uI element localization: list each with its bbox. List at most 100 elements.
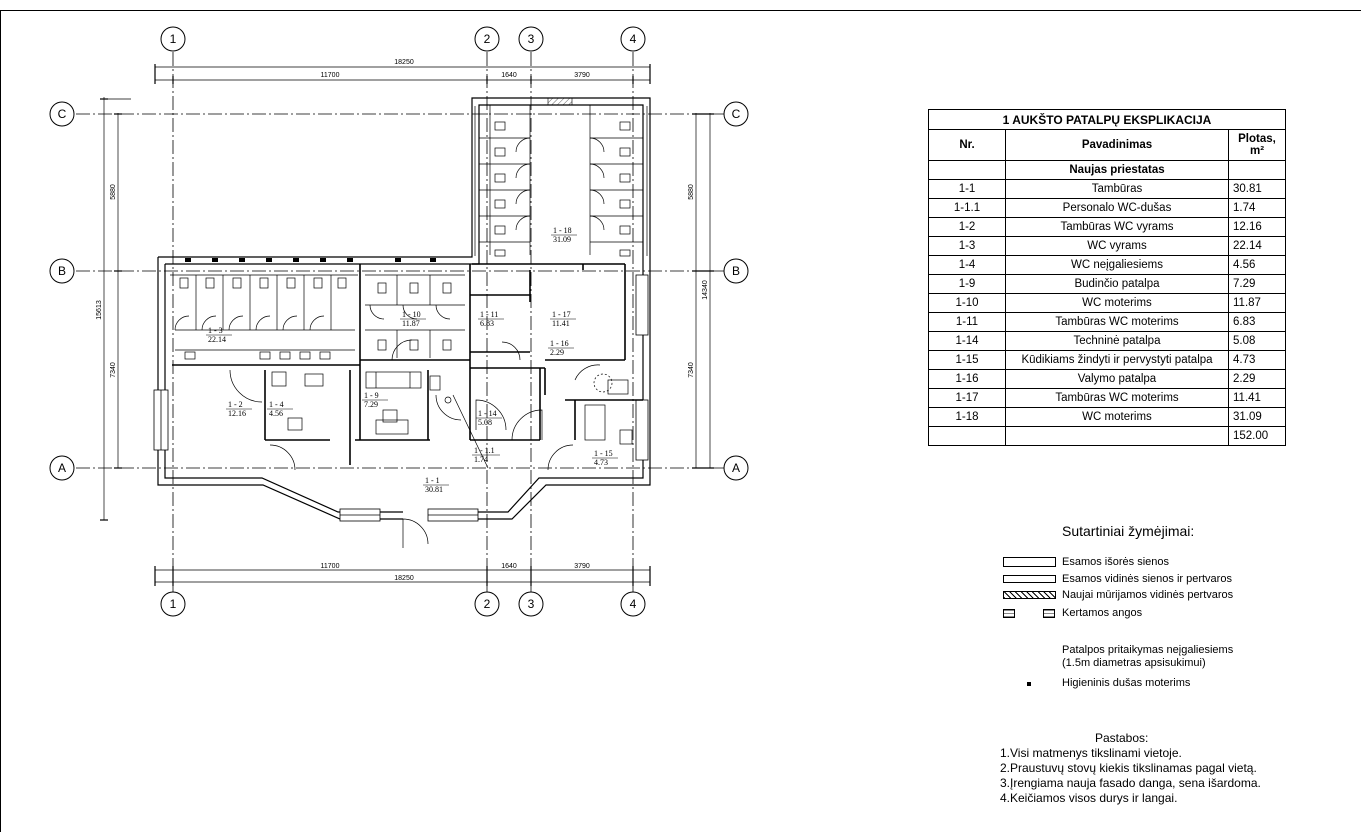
explication-table: 1 AUKŠTO PATALPŲ EKSPLIKACIJA Nr. Pavadi… <box>928 109 1286 446</box>
table-section: Naujas priestatas <box>1005 160 1229 180</box>
svg-text:C: C <box>732 107 741 121</box>
svg-text:2: 2 <box>484 597 491 611</box>
svg-text:1 - 1: 1 - 1 <box>425 476 440 485</box>
svg-text:1 - 16: 1 - 16 <box>550 339 569 348</box>
dim-right-lower: 7340 <box>688 362 695 378</box>
svg-text:11.41: 11.41 <box>552 319 570 328</box>
notes-title: Pastabos: <box>1095 731 1149 745</box>
axis-A-left: A <box>49 455 75 481</box>
svg-text:5.08: 5.08 <box>478 418 492 427</box>
svg-text:1 - 15: 1 - 15 <box>594 449 613 458</box>
axis-2-bottom: 2 <box>474 591 500 617</box>
svg-text:1.74: 1.74 <box>474 455 488 464</box>
svg-text:1 - 3: 1 - 3 <box>208 326 223 335</box>
dim-seg1-top: 11700 <box>321 72 340 79</box>
svg-text:1 - 1.1: 1 - 1.1 <box>474 446 495 455</box>
legend-box-interior <box>1003 575 1056 583</box>
svg-text:2: 2 <box>484 32 491 46</box>
svg-text:1: 1 <box>170 597 177 611</box>
dimension-ticks <box>100 64 714 586</box>
svg-text:1 - 2: 1 - 2 <box>228 400 243 409</box>
svg-text:11.87: 11.87 <box>402 319 420 328</box>
room-label-1-4: 1 - 44.56 <box>267 400 293 418</box>
wc-cubicles-1-3 <box>170 274 358 360</box>
dimension-texts: 18250 11700 1640 3790 11700 1640 3790 18… <box>96 59 709 582</box>
svg-text:1 - 9: 1 - 9 <box>364 391 379 400</box>
legend-item-shower: Higieninis dušas moterims <box>1062 677 1191 689</box>
grid-lines <box>76 52 724 592</box>
svg-text:1 - 11: 1 - 11 <box>480 310 498 319</box>
svg-text:31.09: 31.09 <box>553 235 571 244</box>
floor-plan: 1 2 3 4 1 2 3 4 C B A C B A 1825 <box>49 26 749 617</box>
axis-bubbles: 1 2 3 4 1 2 3 4 C B A C B A <box>49 26 749 617</box>
exterior-walls <box>157 97 651 520</box>
note-item: 4.Keičiamos visos durys ir langai. <box>1000 791 1178 805</box>
svg-text:4.56: 4.56 <box>269 409 283 418</box>
axis-4-top: 4 <box>620 26 646 52</box>
legend-dot-shower <box>1027 682 1031 686</box>
new-partition-top <box>547 97 573 106</box>
legend-item-exterior: Esamos išorės sienos <box>1062 556 1169 568</box>
room-label-1-11: 1 - 116.83 <box>478 310 504 328</box>
svg-text:4: 4 <box>630 597 637 611</box>
dim-left-lower: 7340 <box>110 362 117 378</box>
room-label-1-1.1: 1 - 1.11.74 <box>472 446 500 464</box>
dim-left-upper: 5880 <box>110 184 117 200</box>
svg-text:B: B <box>732 264 740 278</box>
dim-right-upper: 5880 <box>688 184 695 200</box>
svg-text:C: C <box>58 107 67 121</box>
note-item: 1.Visi matmenys tikslinami vietoje. <box>1000 746 1182 760</box>
interior-walls <box>172 263 643 465</box>
dim-right-overall: 14340 <box>702 280 709 300</box>
axis-3-top: 3 <box>518 26 544 52</box>
svg-text:A: A <box>732 461 740 475</box>
room-label-1-16: 1 - 162.29 <box>548 339 574 357</box>
room-label-1-1: 1 - 130.81 <box>423 476 449 494</box>
svg-text:1 - 4: 1 - 4 <box>269 400 284 409</box>
room-label-1-15: 1 - 154.73 <box>592 449 618 467</box>
dim-seg2-bottom: 1640 <box>501 563 517 570</box>
axis-C-right: C <box>723 101 749 127</box>
header-nr: Nr. <box>928 129 1006 161</box>
furniture-and-doors <box>229 339 633 471</box>
svg-text:3: 3 <box>528 32 535 46</box>
svg-text:2.29: 2.29 <box>550 348 564 357</box>
room-label-1-2: 1 - 212.16 <box>226 400 252 418</box>
legend-box-exterior <box>1003 557 1056 567</box>
axis-1-bottom: 1 <box>160 591 186 617</box>
sheet-border <box>0 10 1361 832</box>
legend-item-openings: Kertamos angos <box>1062 607 1143 619</box>
axis-A-right: A <box>723 455 749 481</box>
room-label-1-14: 1 - 145.08 <box>476 409 502 427</box>
legend-item-accessibility: Patalpos pritaikymas neįgaliesiems <box>1062 644 1234 656</box>
header-area: Plotas, m² <box>1228 129 1286 161</box>
dim-seg1-bottom: 11700 <box>321 563 340 570</box>
header-name: Pavadinimas <box>1005 129 1229 161</box>
wc-fixtures-top <box>185 258 436 262</box>
svg-text:3: 3 <box>528 597 535 611</box>
legend-box-opening-2 <box>1043 609 1055 618</box>
table-title: 1 AUKŠTO PATALPŲ EKSPLIKACIJA <box>928 109 1286 130</box>
room-label-1-3: 1 - 322.14 <box>206 326 232 344</box>
legend-item-new-partition: Naujai mūrijamos vidinės pertvaros <box>1062 589 1234 601</box>
legend-box-new-partition <box>1003 591 1056 599</box>
table-total: 152.00 <box>1228 426 1286 446</box>
axis-C-left: C <box>49 101 75 127</box>
svg-text:1 - 10: 1 - 10 <box>402 310 421 319</box>
axis-B-left: B <box>49 258 75 284</box>
svg-text:7.29: 7.29 <box>364 400 378 409</box>
svg-text:1 - 14: 1 - 14 <box>478 409 497 418</box>
note-item: 2.Praustuvų stovų kiekis tikslinamas pag… <box>1000 761 1257 775</box>
table-total-row: 152.00 <box>928 426 1286 446</box>
legend-box-opening-1 <box>1003 609 1015 618</box>
axis-1-top: 1 <box>160 26 186 52</box>
